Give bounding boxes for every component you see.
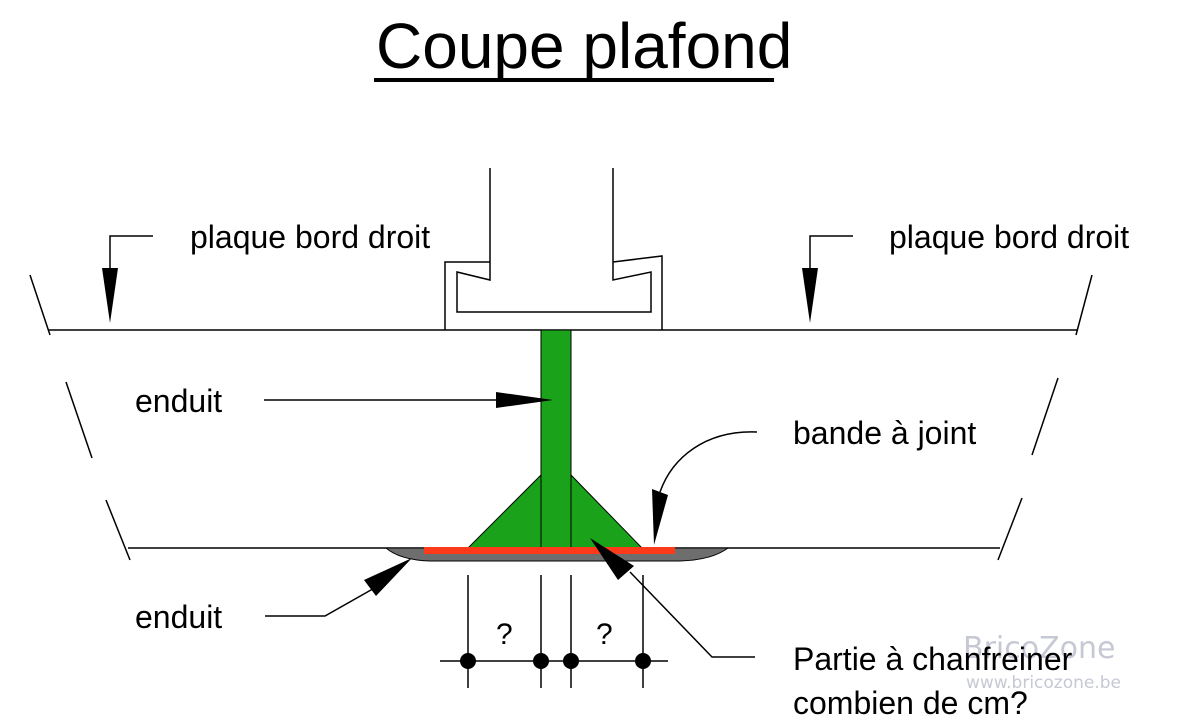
ceiling-rail-profile bbox=[456, 168, 652, 313]
arrow-partie bbox=[590, 538, 634, 580]
label-plaque-right: plaque bord droit bbox=[889, 219, 1129, 255]
leader-enduit-bottom bbox=[265, 585, 379, 617]
joint-tape bbox=[424, 547, 675, 554]
left-break-2 bbox=[65, 381, 93, 459]
left-break-3 bbox=[105, 499, 131, 561]
watermark-url: www.bricozone.be bbox=[966, 673, 1121, 693]
label-enduit-top: enduit bbox=[135, 383, 222, 419]
right-break-3 bbox=[997, 497, 1023, 561]
label-enduit-bottom: enduit bbox=[135, 599, 222, 635]
arrow-enduit-top bbox=[496, 392, 553, 408]
leader-bande bbox=[659, 431, 758, 493]
label-partie-line1: Partie à chanfreiner bbox=[793, 641, 1073, 677]
dim-dot-3 bbox=[563, 653, 579, 669]
label-partie-line2: combien de cm? bbox=[793, 685, 1028, 721]
ceiling-rail-outer bbox=[444, 261, 490, 330]
leader-plaque-left bbox=[109, 235, 153, 270]
joint-compound bbox=[466, 329, 644, 549]
dim-dot-2 bbox=[533, 653, 549, 669]
ceiling-rail-outer-right bbox=[612, 255, 663, 330]
dim-dot-1 bbox=[460, 653, 476, 669]
left-break-1 bbox=[29, 274, 51, 336]
watermark-brand: BricoZone bbox=[963, 631, 1115, 666]
label-bande: bande à joint bbox=[793, 415, 976, 451]
arrow-plaque-right bbox=[802, 268, 818, 323]
question-mark-right: ? bbox=[596, 618, 613, 651]
leader-partie bbox=[629, 571, 755, 658]
diagram-title: Coupe plafond bbox=[376, 10, 792, 82]
label-plaque-left: plaque bord droit bbox=[190, 219, 430, 255]
arrow-plaque-left bbox=[102, 268, 118, 323]
leader-plaque-right bbox=[809, 235, 853, 270]
right-break-1 bbox=[1075, 274, 1093, 336]
arrow-bande bbox=[652, 489, 668, 545]
question-mark-left: ? bbox=[496, 618, 513, 651]
arrow-enduit-bottom bbox=[364, 558, 412, 596]
dim-dot-4 bbox=[635, 653, 651, 669]
right-break-2 bbox=[1031, 377, 1059, 456]
